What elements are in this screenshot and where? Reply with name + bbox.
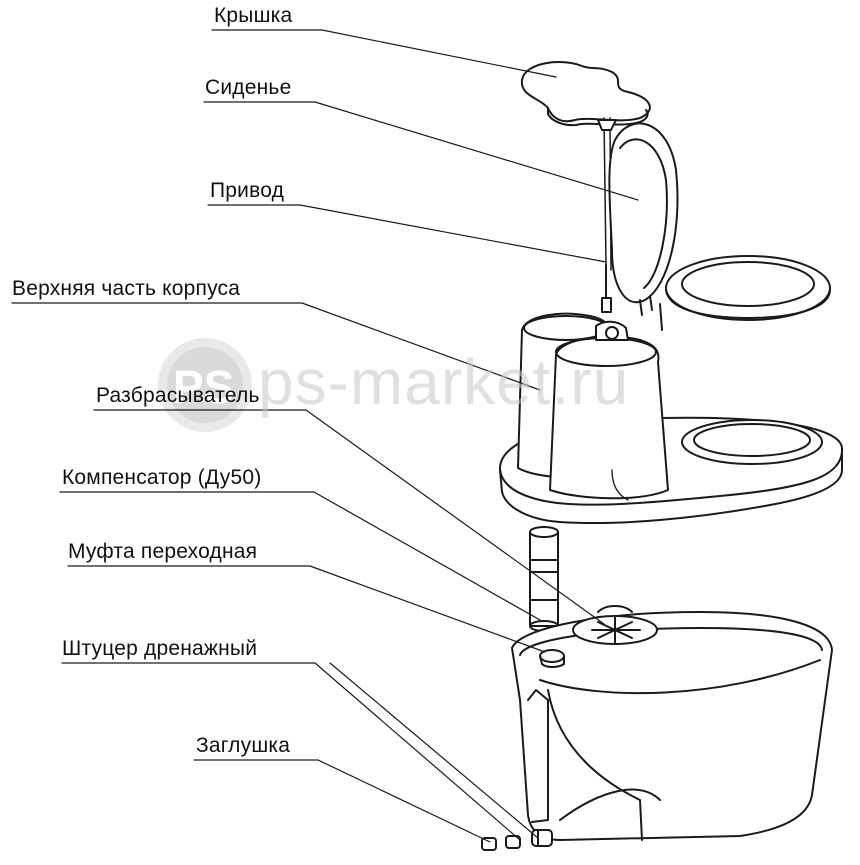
drain-fitting-part <box>505 829 553 849</box>
leader-spreader <box>305 409 605 625</box>
label-compensator: Компенсатор (Ду50) <box>62 466 262 489</box>
label-plug: Заглушка <box>196 734 291 757</box>
label-upper-body: Верхняя часть корпуса <box>12 277 241 300</box>
leader-drain-fitting-2 <box>329 662 539 839</box>
leader-lines <box>299 29 639 843</box>
leader-seat <box>314 101 639 201</box>
label-seat: Сиденье <box>205 76 292 99</box>
compensator-part <box>529 526 559 632</box>
watermark-logo: PS <box>158 338 252 432</box>
leader-coupling <box>309 565 546 653</box>
seat-part <box>608 122 831 331</box>
leader-plug <box>317 759 491 843</box>
leader-compensator <box>313 491 541 621</box>
label-drain-fitting: Штуцер дренажный <box>62 637 258 660</box>
label-drive: Привод <box>210 179 285 202</box>
drive-rod <box>601 264 612 313</box>
upper-body-part <box>498 312 844 525</box>
leader-lid <box>321 29 557 78</box>
leader-drive <box>299 204 607 263</box>
watermark-logo-text: PS <box>173 361 234 413</box>
label-lid: Крышка <box>214 4 293 27</box>
leader-drain-fitting-1 <box>314 662 521 841</box>
leader-upper-body <box>301 302 541 391</box>
lower-tank-part <box>511 605 833 841</box>
watermark-text: ps-market.ru <box>258 346 630 418</box>
label-underlines <box>11 29 323 761</box>
plug-part <box>481 837 497 851</box>
label-spreader: Разбрасыватель <box>96 384 260 407</box>
label-coupling: Муфта переходная <box>68 540 258 563</box>
